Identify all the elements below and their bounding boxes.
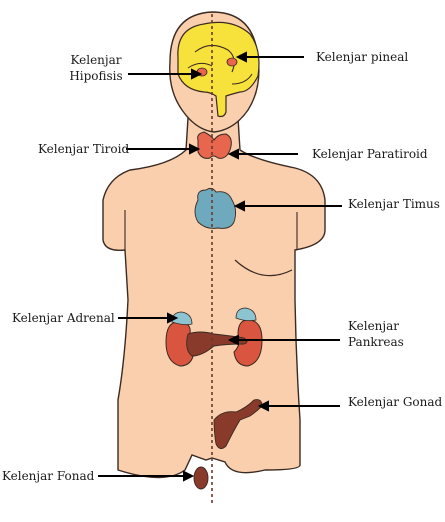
chest-crease — [234, 259, 293, 277]
thymus-gland — [194, 187, 237, 229]
label-pineal: Kelenjar pineal — [316, 50, 409, 64]
label-fonad: Kelenjar Fonad — [2, 469, 95, 483]
arrows — [98, 51, 342, 482]
testis-organ — [193, 466, 209, 490]
label-hipofisis: Kelenjar Hipofisis — [64, 52, 128, 84]
label-pankreas-line2: Pankreas — [348, 335, 404, 349]
label-pankreas-line1: Kelenjar — [348, 319, 400, 333]
label-adrenal: Kelenjar Adrenal — [12, 311, 115, 325]
label-timus: Kelenjar Timus — [348, 197, 440, 211]
left-kidney — [165, 321, 195, 367]
left-adrenal — [171, 311, 193, 326]
pineal-gland — [226, 57, 238, 67]
cerebellum — [231, 73, 253, 85]
right-kidney — [233, 319, 263, 367]
label-gonad: Kelenjar Gonad — [348, 395, 443, 409]
right-adrenal — [235, 307, 257, 322]
label-paratiroid: Kelenjar Paratiroid — [312, 147, 428, 161]
label-pankreas: Kelenjar Pankreas — [348, 318, 404, 350]
brain — [177, 21, 260, 118]
brain-fold-2 — [187, 62, 213, 69]
thyroid-gland — [197, 131, 232, 159]
label-hipofisis-line1: Kelenjar — [70, 53, 122, 67]
label-tiroid: Kelenjar Tiroid — [38, 142, 130, 156]
gonad-organ — [213, 399, 263, 449]
label-hipofisis-line2: Hipofisis — [69, 69, 123, 83]
torso — [102, 117, 326, 479]
